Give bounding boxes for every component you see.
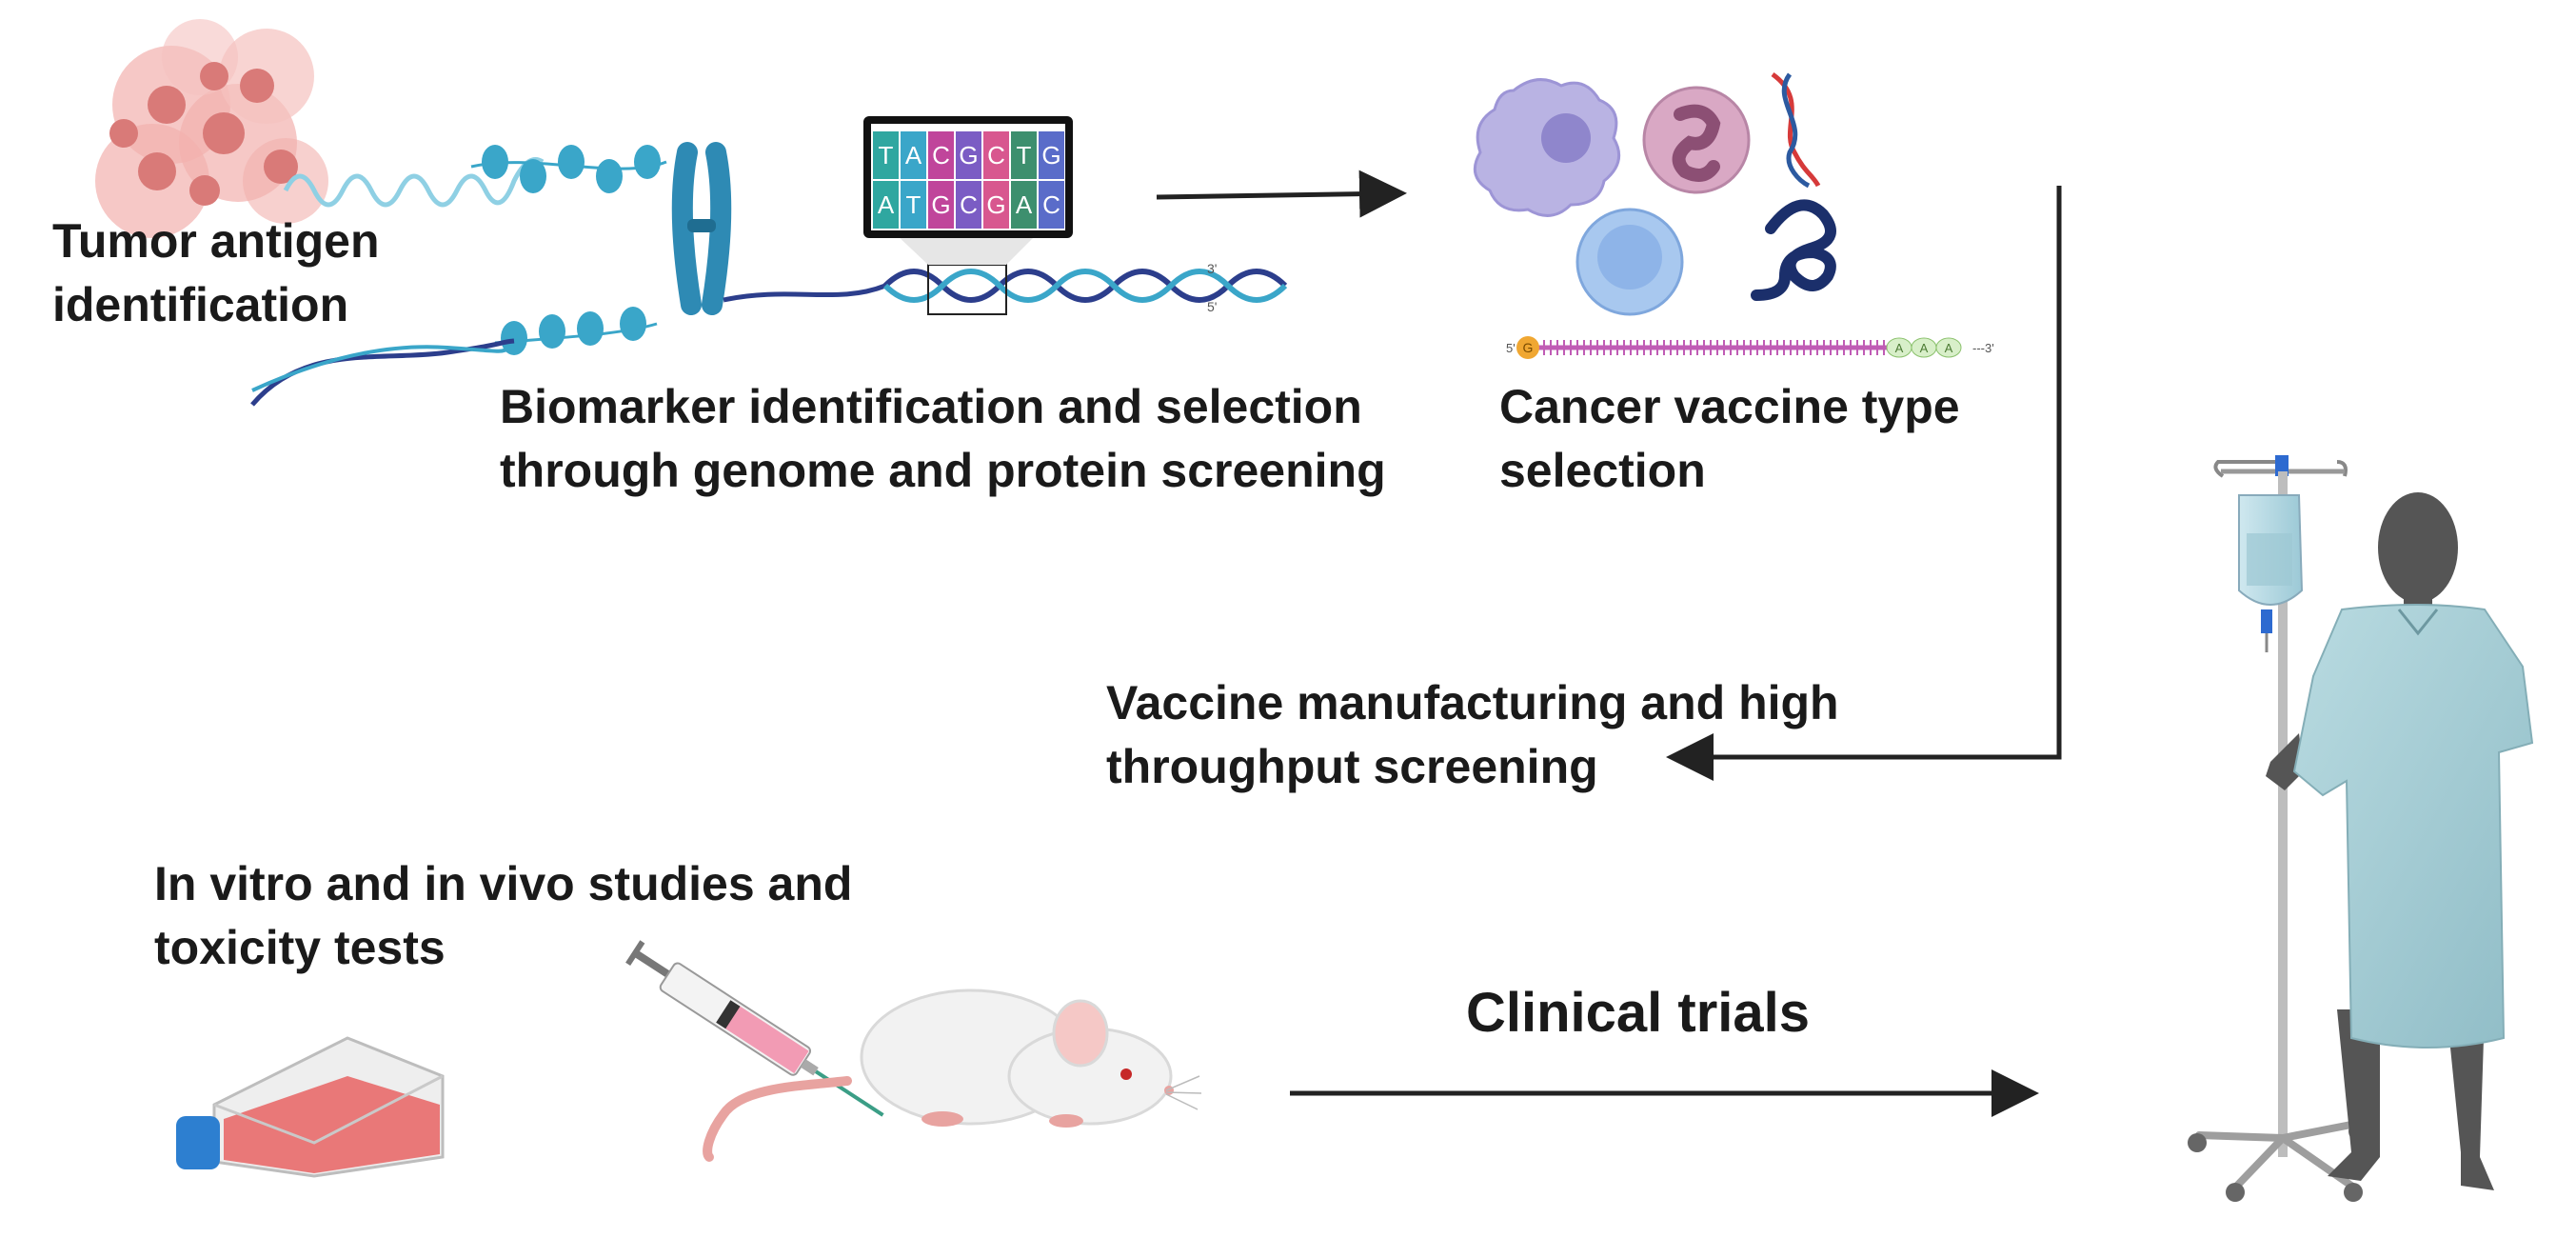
- clinical-trials-label: Clinical trials: [1466, 982, 1811, 1044]
- patient-icon: [2266, 492, 2534, 1190]
- poly-a-letter: A: [1945, 341, 1953, 355]
- vaccine-type-label: Cancer vaccine type selection: [1499, 375, 1960, 503]
- mrna-cap-label: G: [1523, 340, 1534, 355]
- mrna-icon: G 5' A A A ---3': [1506, 336, 1994, 359]
- sequence-tile: [901, 181, 926, 229]
- sequence-tile: [956, 131, 981, 179]
- manufacturing-line1: Vaccine manufacturing and high: [1106, 676, 1839, 729]
- sequence-tile: [901, 131, 926, 179]
- sequence-letter: T: [879, 141, 894, 170]
- poly-a-letter: A: [1920, 341, 1929, 355]
- sequence-letter: G: [959, 141, 978, 170]
- dna-helix-icon: 3' 5': [723, 261, 1288, 315]
- manufacturing-label: Vaccine manufacturing and high throughpu…: [1106, 671, 1839, 799]
- lymphocyte-icon: [1575, 208, 1684, 316]
- sequence-tile: [1011, 181, 1037, 229]
- biomarker-label: Biomarker identification and selection t…: [500, 375, 1386, 503]
- chromatin-icon: [283, 145, 667, 355]
- sequence-letter: C: [960, 190, 978, 219]
- tumor-antigen-label: Tumor antigen identification: [52, 210, 380, 337]
- sequence-tile: [873, 181, 899, 229]
- arrow-biomarker-to-vaccine: [1156, 170, 1407, 218]
- sequence-letter: A: [905, 141, 922, 170]
- sequence-letter: C: [1042, 190, 1060, 219]
- sequence-tile: [1039, 181, 1064, 229]
- studies-line1: In vitro and in vivo studies and: [154, 857, 853, 910]
- vaccine-type-line2: selection: [1499, 444, 1706, 497]
- three-prime-label: 3': [1207, 261, 1217, 276]
- poly-a-letter: A: [1895, 341, 1904, 355]
- sequence-tile: [928, 131, 954, 179]
- tumor-cells-icon: [95, 19, 328, 238]
- mrna-five-prime-label: 5': [1506, 341, 1516, 355]
- syringe-icon: [625, 940, 884, 1117]
- five-prime-label: 5': [1207, 299, 1217, 314]
- dna-helix-icon: [250, 338, 515, 407]
- sequence-tile: [983, 181, 1009, 229]
- sequence-tile: [956, 181, 981, 229]
- mouse-icon: [703, 988, 1202, 1162]
- sequence-tile: [1011, 131, 1037, 179]
- biomarker-line1: Biomarker identification and selection: [500, 380, 1362, 433]
- chromosome-icon: [671, 142, 732, 315]
- neutrophil-icon: [1642, 86, 1751, 194]
- sequence-letter: T: [906, 190, 921, 219]
- poly-a-bead: [1935, 337, 1962, 358]
- vaccine-type-line1: Cancer vaccine type: [1499, 380, 1960, 433]
- peptide-icon: [1751, 199, 1836, 301]
- sequence-letter: G: [1041, 141, 1060, 170]
- studies-label: In vitro and in vivo studies and toxicit…: [154, 852, 852, 980]
- manufacturing-line2: throughput screening: [1106, 740, 1598, 793]
- sequence-tile: [873, 131, 899, 179]
- sequence-letter: T: [1017, 141, 1032, 170]
- biomarker-line2: through genome and protein screening: [500, 444, 1386, 497]
- culture-flask-icon: [176, 1036, 445, 1178]
- sequence-tile: [1039, 131, 1064, 179]
- sequence-tile: [983, 131, 1009, 179]
- sequence-letter: A: [1016, 190, 1033, 219]
- sequence-letter: G: [931, 190, 950, 219]
- arrow-vaccine-to-manufacturing: [1666, 186, 2062, 781]
- tumor-antigen-line1: Tumor antigen: [52, 214, 380, 268]
- tumor-antigen-line2: identification: [52, 278, 349, 331]
- mrna-three-prime-label: ---3': [1972, 341, 1994, 355]
- sequence-letter: A: [878, 190, 895, 219]
- sequence-letter: C: [932, 141, 950, 170]
- iv-stand-icon: [2188, 455, 2368, 1202]
- sequence-letter: C: [987, 141, 1005, 170]
- studies-line2: toxicity tests: [154, 921, 446, 974]
- dna-icon: [1771, 71, 1821, 189]
- sequence-tile: [928, 181, 954, 229]
- dendritic-cell-icon: [1473, 78, 1621, 217]
- sequence-letter: G: [986, 190, 1005, 219]
